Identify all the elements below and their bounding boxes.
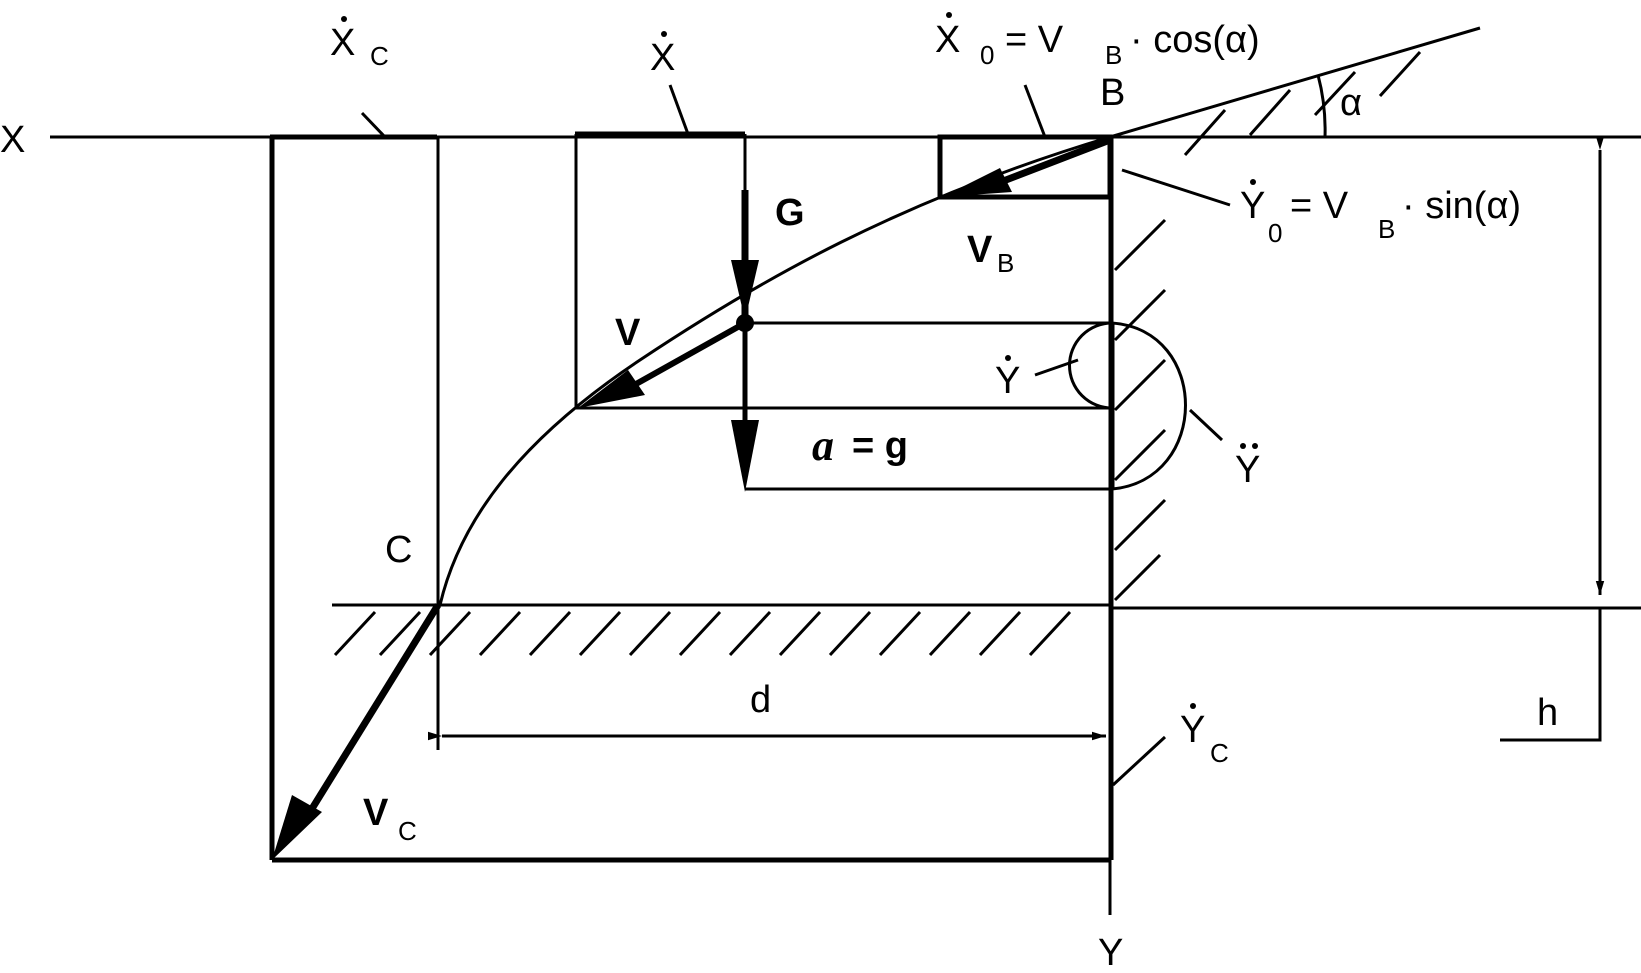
trajectory-curve — [438, 135, 1111, 606]
svg-text:· cos(α): · cos(α) — [1130, 19, 1260, 61]
h-label: h — [1537, 692, 1558, 734]
vc-label: V C — [363, 792, 417, 846]
svg-text:X: X — [330, 22, 355, 64]
yc-label: Y C — [1180, 703, 1229, 768]
svg-text:= g: = g — [852, 425, 908, 467]
xc-leader — [360, 111, 387, 139]
svg-text:Y: Y — [1235, 449, 1260, 491]
svg-text:V: V — [363, 792, 389, 834]
svg-text:= V: = V — [1005, 19, 1064, 61]
v-arrow — [618, 320, 747, 396]
svg-text:V: V — [967, 229, 993, 271]
svg-text:B: B — [1105, 40, 1122, 70]
y-axis-label: Y — [1098, 932, 1123, 973]
x0-equation: X 0 = V B · cos(α) — [935, 12, 1260, 70]
x-dot-leader — [668, 84, 690, 135]
slope-hatching — [1183, 50, 1422, 156]
point-b-label: B — [1100, 72, 1125, 114]
vb-label: V B — [967, 229, 1014, 278]
y-dot-label: Y — [995, 355, 1020, 402]
svg-text:C: C — [398, 816, 417, 846]
svg-text:X: X — [650, 37, 675, 79]
g-force-label: G — [775, 192, 805, 234]
svg-text:C: C — [1210, 738, 1229, 768]
alpha-arc — [1316, 74, 1327, 138]
svg-text:X: X — [935, 19, 960, 61]
svg-text:Y: Y — [995, 360, 1020, 402]
d-label: d — [750, 679, 771, 721]
y-dot-arc — [1068, 321, 1113, 410]
a-arrowhead — [731, 420, 759, 492]
v-arrowhead — [578, 370, 645, 408]
vb-arrowhead — [942, 168, 1012, 197]
svg-text:· sin(α): · sin(α) — [1402, 185, 1521, 227]
h-leader — [1500, 608, 1602, 742]
svg-text:B: B — [997, 248, 1014, 278]
yc-leader — [1111, 735, 1167, 787]
x-axis-label: X — [0, 119, 25, 161]
slope-line — [1109, 26, 1481, 139]
wall-hatching — [1113, 218, 1167, 602]
alpha-label: α — [1340, 82, 1362, 124]
svg-text:0: 0 — [1268, 218, 1282, 248]
v-label: V — [615, 312, 641, 354]
svg-text:Y: Y — [1180, 709, 1205, 751]
y-dot-leader — [1034, 358, 1079, 377]
point-c-label: C — [385, 529, 412, 571]
svg-text:Y: Y — [1240, 185, 1265, 227]
y-ddot-arc — [1111, 321, 1187, 491]
accel-label: a = g — [812, 421, 908, 470]
xc-label: X C — [330, 16, 389, 71]
vc-arrow — [302, 603, 441, 822]
x0-leader — [1023, 84, 1047, 138]
svg-text:C: C — [370, 41, 389, 71]
svg-text:= V: = V — [1290, 185, 1349, 227]
vc-arrowhead — [272, 795, 322, 860]
svg-text:a: a — [812, 421, 834, 470]
g-arrowhead — [731, 260, 759, 320]
svg-text:0: 0 — [980, 40, 994, 70]
x-dot-label: X — [650, 31, 675, 79]
y-ddot-leader — [1188, 408, 1224, 442]
svg-text:B: B — [1378, 214, 1395, 244]
y0-leader — [1121, 168, 1231, 207]
ground-hatching — [333, 610, 1072, 657]
y-ddot-label: Y — [1235, 443, 1260, 491]
v-point — [736, 314, 754, 332]
y0-equation: Y 0 = V B · sin(α) — [1240, 179, 1521, 248]
